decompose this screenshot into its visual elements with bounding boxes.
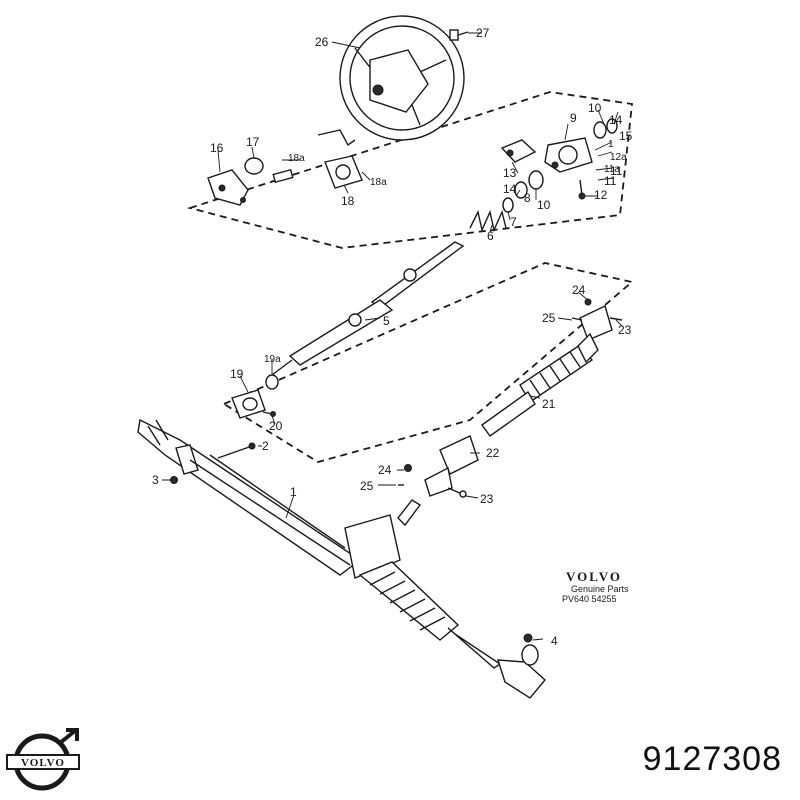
label-14-mid: 14 — [503, 182, 517, 196]
label-12: 12 — [594, 188, 608, 202]
lower-dashed-frame — [222, 262, 634, 463]
label-11a: 11a — [604, 164, 620, 175]
steering-shaft-5 — [271, 241, 465, 376]
label-23-lower: 23 — [480, 492, 494, 506]
label-10-top: 10 — [588, 101, 602, 115]
label-20: 20 — [269, 419, 283, 433]
label-5: 5 — [383, 314, 390, 328]
stamp-genuine-parts: Genuine Parts — [571, 584, 629, 594]
label-15: 15 — [619, 129, 633, 143]
rings-8-10 — [514, 170, 544, 199]
label-8: 8 — [524, 191, 531, 205]
label-24-lower: 24 — [378, 463, 392, 477]
label-12a: 12a — [610, 152, 627, 163]
label-14: 14 — [609, 113, 623, 127]
intermediate-shaft-21 — [481, 344, 594, 437]
label-3: 3 — [152, 473, 159, 487]
bolt-12 — [578, 179, 586, 200]
upper-universal-joint — [571, 298, 623, 364]
label-7: 7 — [510, 215, 517, 229]
leader-lines — [162, 32, 623, 641]
label-18a-1: 18a — [288, 153, 305, 164]
label-4: 4 — [551, 634, 558, 648]
label-2: 2 — [262, 439, 269, 453]
label-10: 10 — [537, 198, 551, 212]
label-24-upper: 24 — [572, 283, 586, 297]
stamp-code: PV640 54255 — [562, 594, 617, 604]
label-6: 6 — [487, 229, 494, 243]
steering-wheel — [339, 15, 465, 141]
switch-18 — [272, 129, 363, 189]
label-18: 18 — [341, 194, 355, 208]
label-11-top: 11 — [610, 164, 623, 178]
volvo-logo: VOLVO — [6, 728, 80, 791]
bracket-19 — [231, 374, 279, 419]
label-17: 17 — [246, 135, 260, 149]
label-27: 27 — [476, 26, 490, 40]
label-9: 9 — [570, 111, 577, 125]
label-19: 19 — [230, 367, 244, 381]
label-11: 11 — [604, 174, 617, 188]
steering-rack-1 — [137, 418, 546, 699]
label-13: 13 — [503, 166, 517, 180]
label-19a: 19a — [264, 354, 281, 365]
switch-13 — [500, 139, 537, 163]
label-1: 1 — [290, 485, 297, 499]
label-26: 26 — [315, 35, 329, 49]
callout-labels: 26 27 10 9 14 15 1 12a 11 11a 11 12 13 1… — [152, 26, 633, 648]
label-1-small: 1 — [608, 139, 614, 150]
label-25-lower: 25 — [360, 479, 374, 493]
label-18a-2: 18a — [370, 177, 387, 188]
label-23-upper: 23 — [618, 323, 632, 337]
bolts-2-3 — [170, 442, 256, 484]
cover-17 — [244, 157, 264, 175]
stamp-brand: VOLVO — [566, 569, 622, 584]
label-21: 21 — [542, 397, 556, 411]
label-25-upper: 25 — [542, 311, 556, 325]
logo-text: VOLVO — [21, 757, 65, 769]
upper-dashed-frame — [186, 91, 633, 249]
column-bearing-housing-9 — [544, 137, 593, 173]
label-16: 16 — [210, 141, 224, 155]
part-number: 9127308 — [642, 740, 782, 778]
universal-joint-22 — [398, 435, 479, 498]
bolt-27 — [449, 29, 469, 41]
label-22: 22 — [486, 446, 500, 460]
lock-housing-16 — [207, 169, 249, 206]
genuine-parts-stamp: VOLVO Genuine Parts PV640 54255 — [562, 569, 629, 604]
